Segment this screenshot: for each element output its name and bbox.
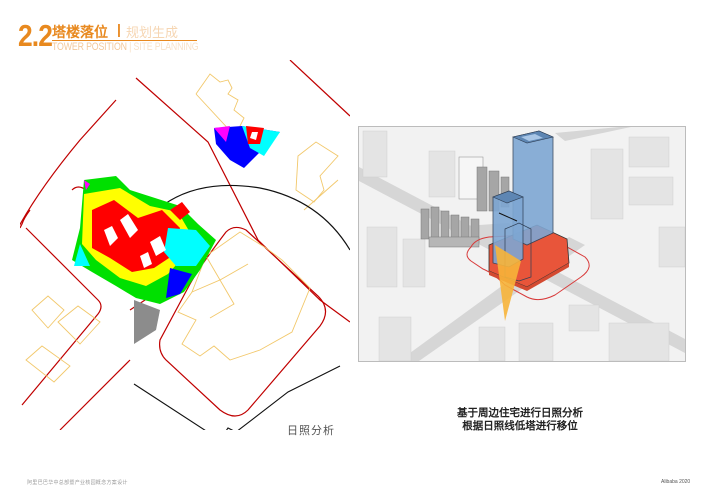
title-separator: |: [117, 21, 121, 37]
footer-project-name: 阿里巴巴华中总部暨产业核园概念方案设计: [27, 480, 128, 486]
sunlight-analysis-diagram: [17, 59, 351, 441]
footer-brand-year: Alibaba 2020: [661, 479, 691, 485]
caption-line-1: 基于周边住宅进行日照分析: [457, 407, 583, 419]
title-en-sub: | SITE PLANNING: [129, 41, 199, 53]
caption-line-2: 根据日照线低塔进行移位: [462, 420, 578, 432]
sunlight-heatmap: [72, 176, 216, 304]
title-en-main: TOWER POSITION: [52, 41, 127, 53]
page-title-cn: 塔楼落位: [52, 24, 108, 40]
context-buildings: [362, 130, 685, 361]
caption-sunlight-analysis: 日照分析: [287, 425, 335, 437]
road-boundaries: [17, 59, 351, 431]
site-plan-svg: [17, 59, 351, 441]
shadow-boundary: [133, 365, 341, 441]
page-subtitle-cn: 规划生成: [126, 25, 179, 40]
section-number: 2.2: [18, 18, 53, 53]
massing-svg: [359, 127, 685, 361]
caption-tower-relocation: 基于周边住宅进行日照分析 根据日照线低塔进行移位: [450, 407, 590, 433]
sunlight-wedge: [495, 245, 521, 321]
title-underline: [52, 40, 197, 41]
tower-massing-axonometric: [358, 126, 686, 362]
tower-shadow: [134, 300, 160, 344]
page-title-en: TOWER POSITION | SITE PLANNING: [52, 41, 199, 53]
residential-cluster: [420, 166, 510, 248]
sunlight-heatmap-top: [214, 126, 280, 168]
